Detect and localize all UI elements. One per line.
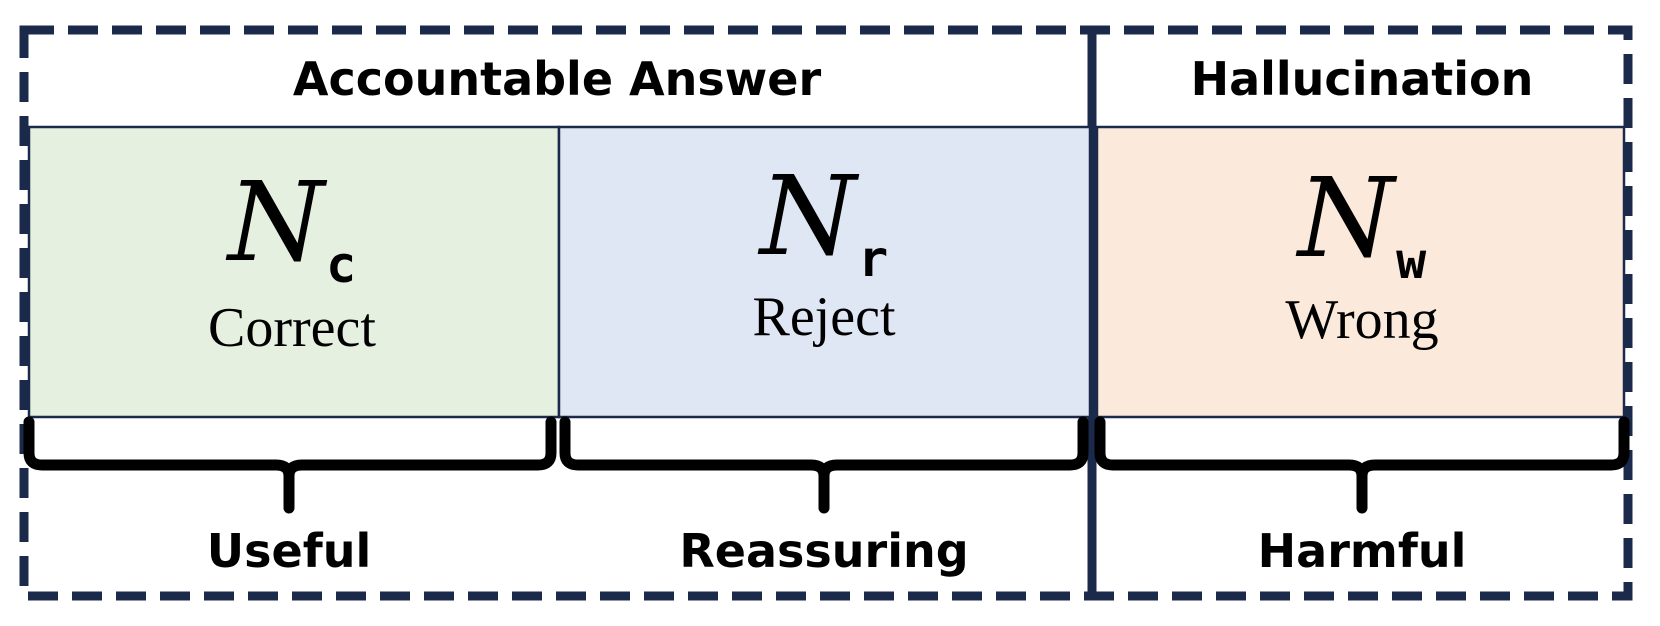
hallucination-header: Hallucination	[1191, 52, 1534, 106]
correct-symbol-main: N	[225, 158, 328, 286]
correct-label: Correct	[208, 297, 376, 359]
outer-dashed-frame	[19, 25, 1633, 601]
wrong-symbol: Nw	[1295, 154, 1427, 290]
harmful-label: Harmful	[1258, 524, 1467, 578]
useful-brace	[23, 416, 557, 514]
harmful-brace	[1094, 416, 1630, 514]
reject-cell	[557, 125, 1092, 419]
wrong-cell	[1095, 125, 1626, 419]
reject-label: Reject	[752, 286, 895, 348]
correct-cell	[27, 125, 561, 419]
correct-symbol-subscript: c	[326, 236, 356, 294]
accountable-answer-header: Accountable Answer	[293, 52, 822, 106]
reassuring-brace	[559, 416, 1089, 514]
useful-label: Useful	[207, 524, 371, 578]
reject-symbol-subscript: r	[858, 230, 888, 288]
reject-symbol-main: N	[757, 152, 860, 280]
wrong-symbol-subscript: w	[1396, 232, 1427, 290]
wrong-label: Wrong	[1285, 289, 1438, 351]
correct-symbol: Nc	[225, 158, 356, 294]
wrong-symbol-main: N	[1295, 154, 1398, 282]
reject-symbol: Nr	[757, 152, 888, 288]
reassuring-label: Reassuring	[679, 524, 968, 578]
